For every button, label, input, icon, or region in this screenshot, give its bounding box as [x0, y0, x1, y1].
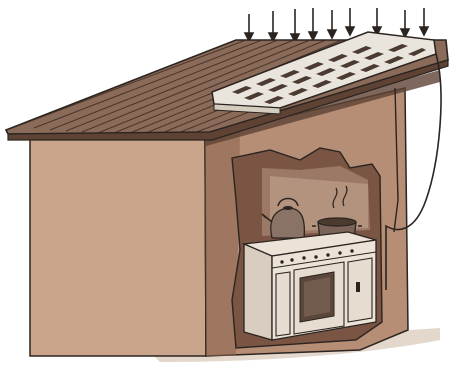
shed-front-wall — [30, 132, 206, 356]
sunlight-arrow — [328, 10, 336, 38]
sunlight-arrow — [309, 8, 317, 40]
sunlight-arrow — [245, 14, 253, 41]
sunlight-arrow — [346, 8, 354, 35]
stove-front — [244, 244, 272, 340]
sunlight-arrow — [269, 11, 277, 41]
sunlight-arrow — [420, 8, 428, 35]
sunlight-arrow — [373, 8, 381, 35]
sunlight-arrow — [401, 10, 409, 37]
stove — [244, 232, 376, 340]
stove-cabinet-door — [276, 272, 290, 336]
sunlight-arrow — [291, 9, 299, 42]
